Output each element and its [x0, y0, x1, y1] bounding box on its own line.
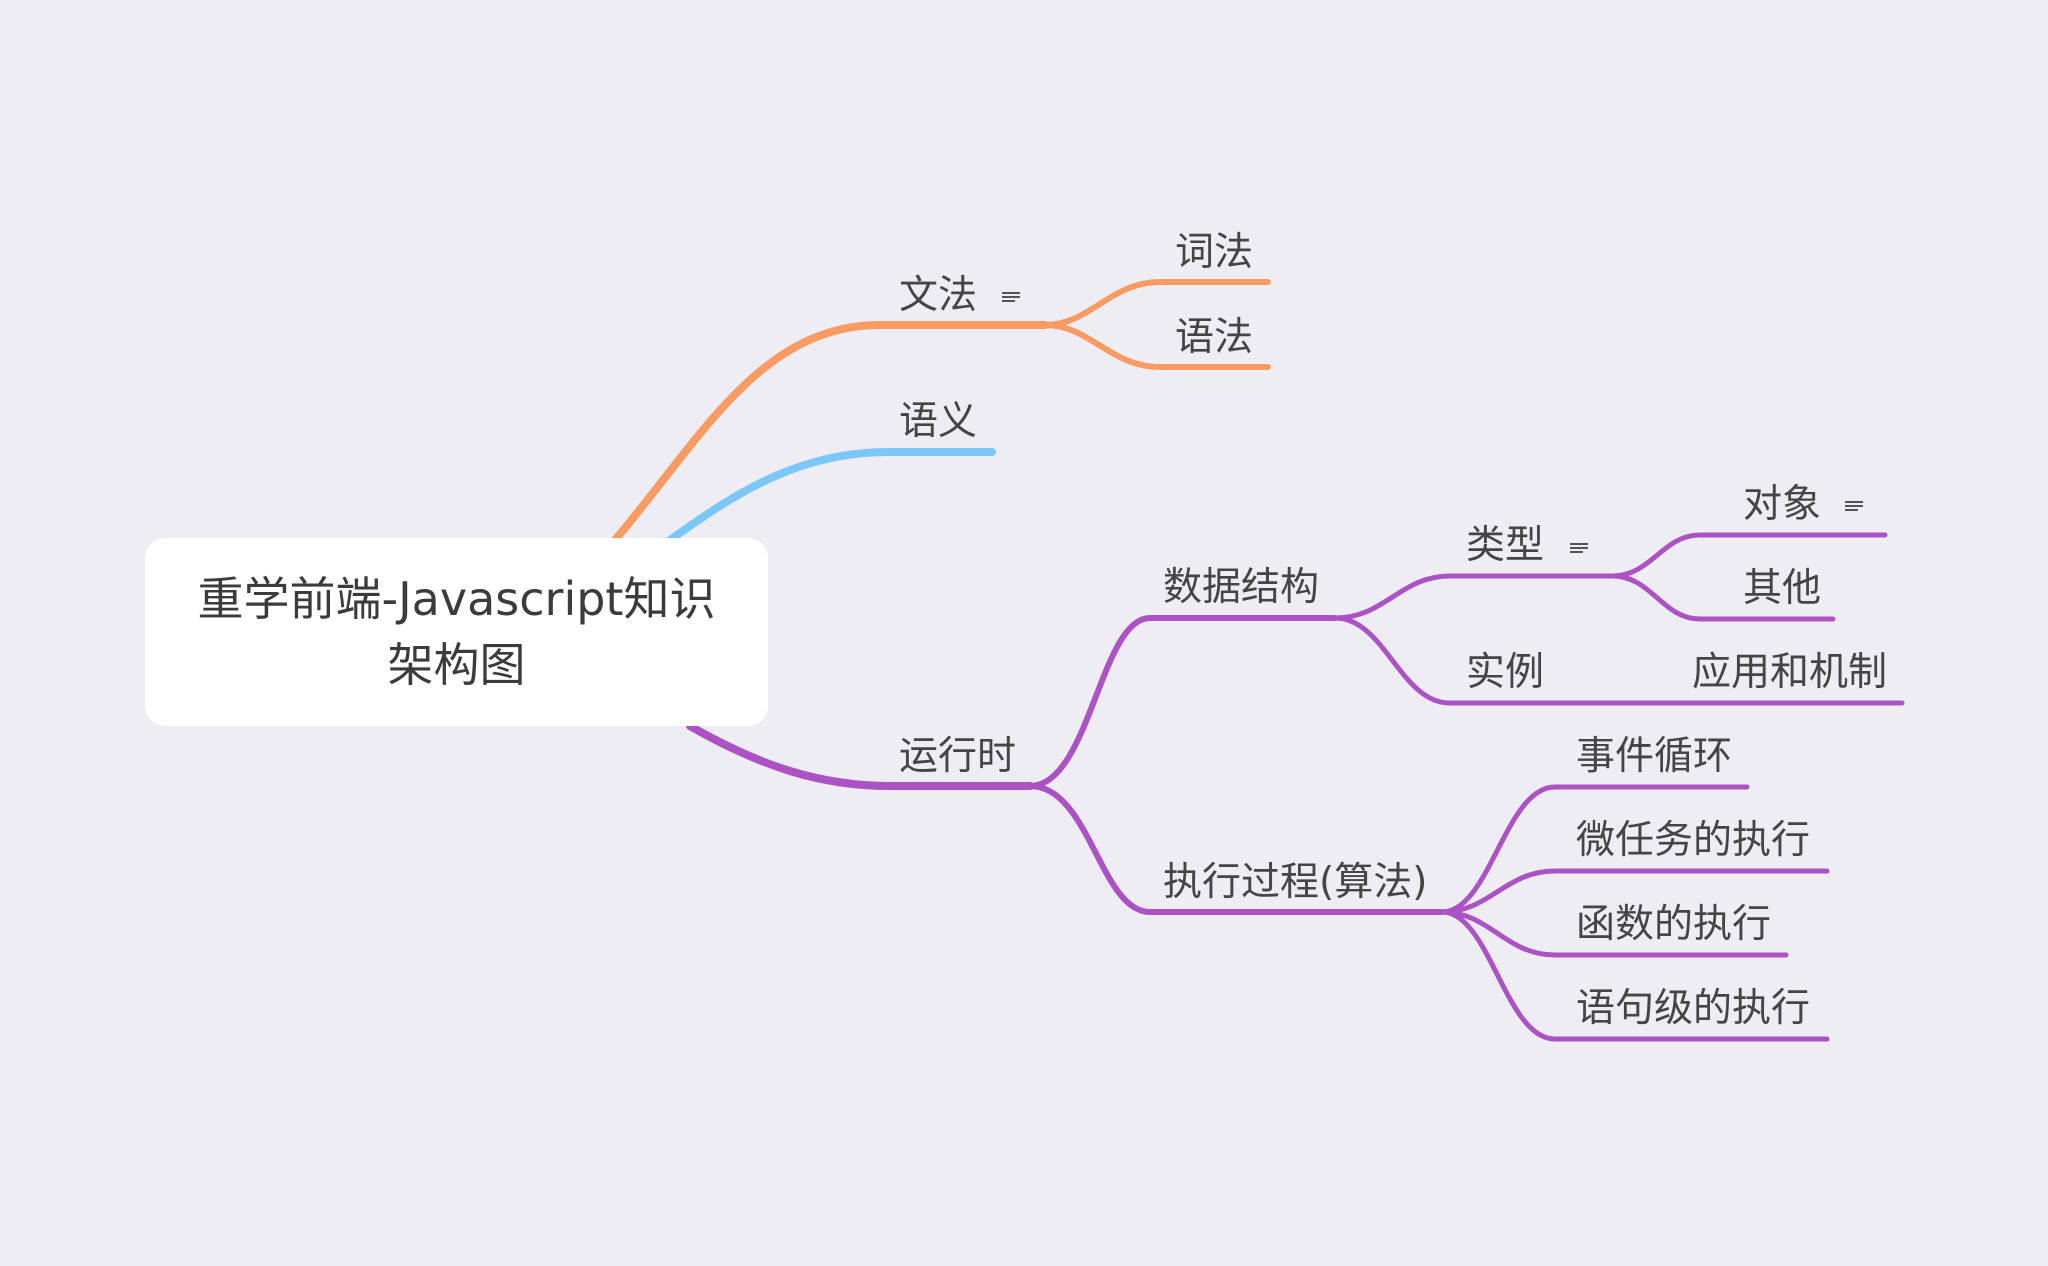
- node-syntax[interactable]: 语法: [1175, 315, 1254, 360]
- root-title: 重学前端-Javascript知识 架构图: [198, 566, 716, 698]
- connector-ds-instance: [1332, 615, 1560, 706]
- connector-grammar-syntax: [1042, 322, 1271, 370]
- root-title-line1: 重学前端-Javascript知识: [197, 572, 716, 626]
- node-instance[interactable]: 实例: [1466, 650, 1545, 695]
- connector-exec-statement: [1439, 909, 1830, 1042]
- node-function-exec[interactable]: 函数的执行: [1576, 902, 1772, 947]
- connector-runtime-exec-process: [1027, 783, 1445, 915]
- connector-ds-type: [1332, 573, 1615, 621]
- connector-type-object: [1609, 532, 1888, 579]
- node-data-structure[interactable]: 数据结构: [1163, 565, 1320, 610]
- node-other[interactable]: 其他: [1743, 566, 1822, 611]
- node-object[interactable]: 对象: [1743, 482, 1822, 527]
- node-exec-process[interactable]: 执行过程(算法): [1163, 860, 1428, 905]
- connector-type-other: [1609, 573, 1836, 622]
- node-type[interactable]: 类型: [1466, 523, 1545, 568]
- node-microtask[interactable]: 微任务的执行: [1576, 818, 1811, 863]
- object-note-icon[interactable]: [1845, 501, 1863, 515]
- connector-root-semantics: [666, 448, 996, 544]
- type-note-icon[interactable]: [1570, 543, 1588, 557]
- node-runtime[interactable]: 运行时: [899, 734, 1017, 779]
- connector-root-grammar: [611, 321, 1049, 544]
- grammar-note-icon[interactable]: [1002, 292, 1020, 306]
- connector-exec-event-loop: [1439, 784, 1750, 915]
- connector-exec-microtask: [1439, 868, 1830, 915]
- connector-grammar-lexical: [1042, 279, 1271, 328]
- node-lexical[interactable]: 词法: [1175, 230, 1254, 275]
- node-app-mechanism[interactable]: 应用和机制: [1692, 650, 1888, 695]
- node-statement-exec[interactable]: 语句级的执行: [1576, 986, 1811, 1031]
- node-semantics[interactable]: 语义: [899, 399, 978, 444]
- connector-exec-function: [1439, 909, 1789, 958]
- root-title-line2: 架构图: [387, 638, 526, 692]
- root-node[interactable]: 重学前端-Javascript知识 架构图: [145, 538, 768, 726]
- node-grammar[interactable]: 文法: [899, 273, 978, 318]
- node-event-loop[interactable]: 事件循环: [1576, 734, 1733, 779]
- connector-root-runtime: [686, 722, 1034, 790]
- connector-runtime-data-structure: [1027, 615, 1338, 789]
